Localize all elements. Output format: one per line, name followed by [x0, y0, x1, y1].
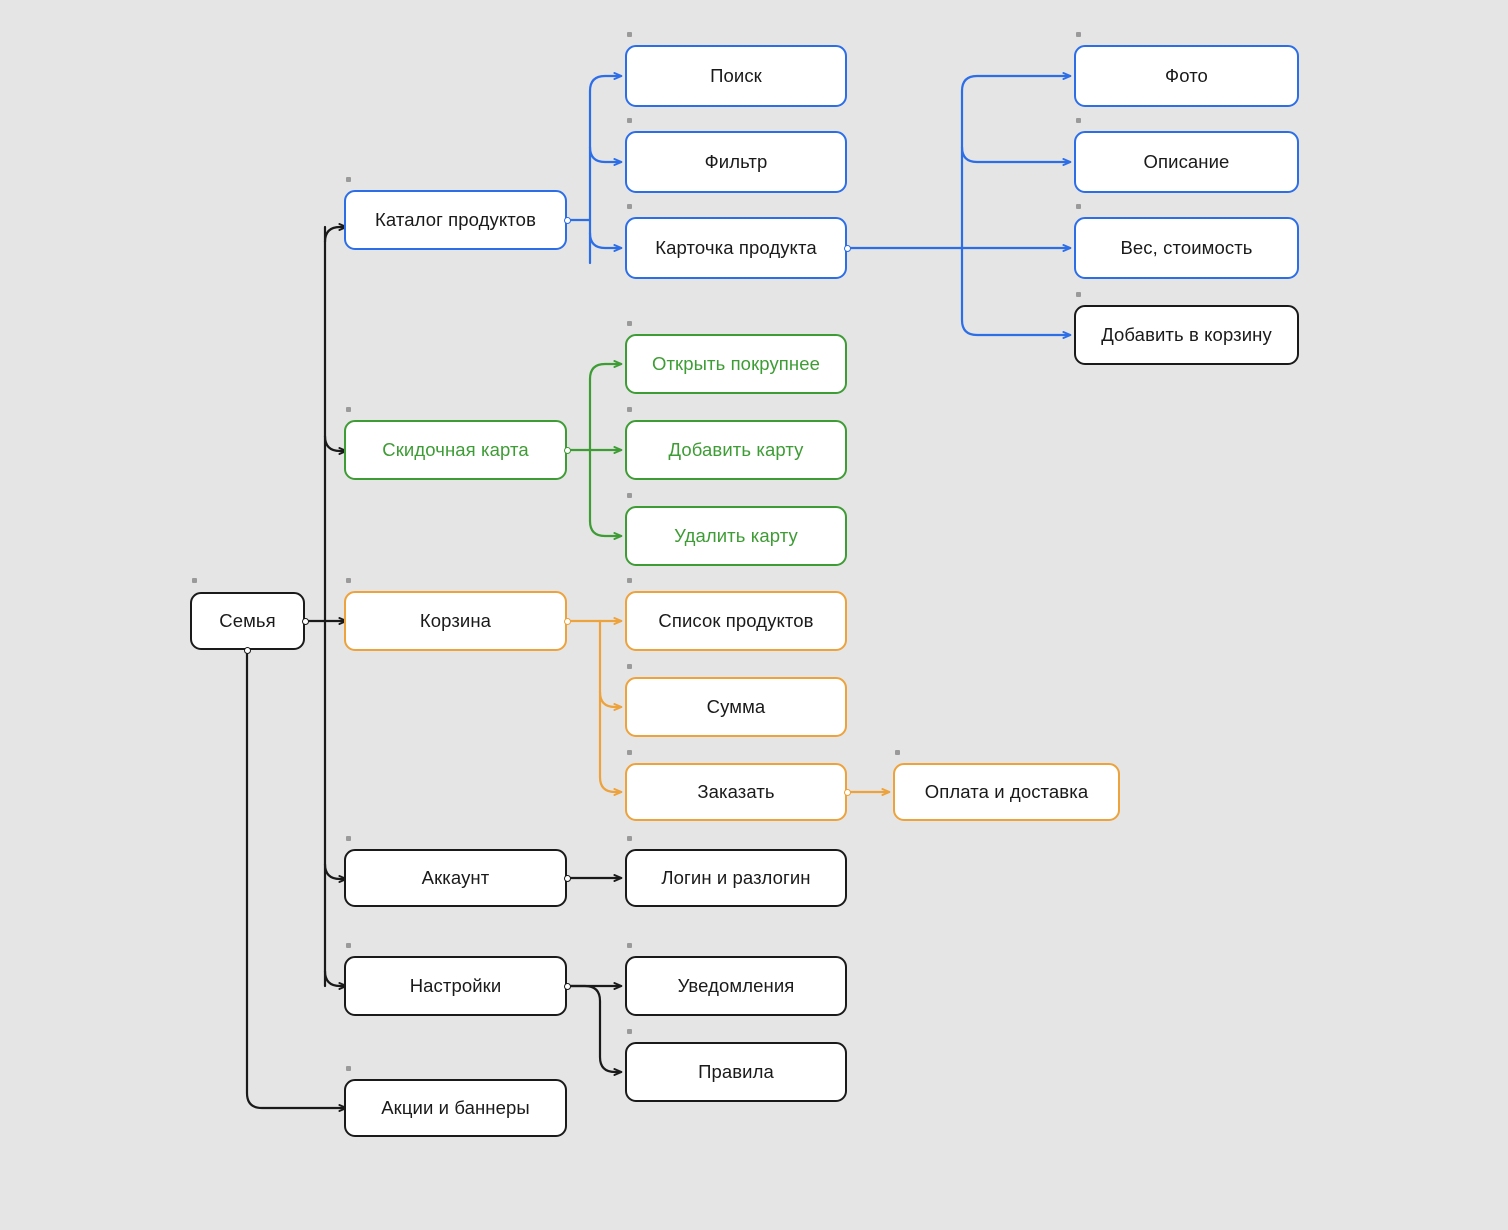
edge-group-product-card	[849, 72, 1072, 339]
node-label: Оплата и доставка	[924, 780, 1089, 802]
node-discount-card[interactable]: Скидочная карта	[344, 420, 567, 480]
node-label: Каталог продуктов	[374, 208, 536, 230]
edge-group-cart	[569, 617, 891, 796]
edge-root-settings	[323, 969, 348, 990]
node-description[interactable]: Описание	[1074, 131, 1299, 193]
node-label: Заказать	[697, 780, 775, 802]
node-product-list[interactable]: Список продуктов	[625, 591, 847, 651]
edge-root-account	[323, 862, 348, 883]
edge-group-discount-card	[569, 360, 623, 540]
port-root-bottom[interactable]	[244, 647, 251, 654]
node-label: Сумма	[706, 695, 766, 717]
edge-group-catalog	[569, 72, 623, 265]
port-cart-right[interactable]	[564, 618, 571, 625]
port-root-right[interactable]	[302, 618, 309, 625]
node-pay-delivery[interactable]: Оплата и доставка	[893, 763, 1120, 821]
port-settings-right[interactable]	[564, 983, 571, 990]
node-photo[interactable]: Фото	[1074, 45, 1299, 107]
node-label: Скидочная карта	[382, 438, 529, 460]
edge-root-trunk	[245, 225, 348, 1112]
node-label: Правила	[698, 1060, 774, 1082]
node-label: Логин и разлогин	[661, 866, 811, 888]
node-label: Список продуктов	[658, 609, 814, 631]
node-label: Открыть покрупнее	[651, 352, 821, 374]
port-catalog-right[interactable]	[564, 217, 571, 224]
node-promos[interactable]: Акции и баннеры	[344, 1079, 567, 1137]
node-label: Фото	[1165, 64, 1208, 86]
node-sum[interactable]: Сумма	[625, 677, 847, 737]
node-rules[interactable]: Правила	[625, 1042, 847, 1102]
node-label: Добавить карту	[668, 438, 804, 460]
port-discount-card-right[interactable]	[564, 447, 571, 454]
node-add-to-cart[interactable]: Добавить в корзину	[1074, 305, 1299, 365]
port-order-right[interactable]	[844, 789, 851, 796]
node-label: Вес, стоимость	[1120, 236, 1253, 258]
node-filter[interactable]: Фильтр	[625, 131, 847, 193]
node-label: Корзина	[419, 609, 492, 631]
node-cart[interactable]: Корзина	[344, 591, 567, 651]
node-label: Поиск	[710, 64, 762, 86]
node-delete-card[interactable]: Удалить карту	[625, 506, 847, 566]
port-account-right[interactable]	[564, 875, 571, 882]
edge-root-discount	[323, 434, 348, 455]
node-label: Удалить карту	[674, 524, 798, 546]
node-product-card[interactable]: Карточка продукта	[625, 217, 847, 279]
node-label: Карточка продукта	[655, 236, 817, 258]
node-catalog[interactable]: Каталог продуктов	[344, 190, 567, 250]
node-label: Описание	[1143, 150, 1230, 172]
node-label: Добавить в корзину	[1101, 323, 1272, 345]
node-label: Семья	[219, 609, 276, 631]
node-search[interactable]: Поиск	[625, 45, 847, 107]
node-weight-price[interactable]: Вес, стоимость	[1074, 217, 1299, 279]
port-product-card-right[interactable]	[844, 245, 851, 252]
node-add-card[interactable]: Добавить карту	[625, 420, 847, 480]
edge-root-catalog	[323, 223, 348, 244]
node-label: Уведомления	[677, 974, 795, 996]
node-account[interactable]: Аккаунт	[344, 849, 567, 907]
edge-group-settings	[569, 982, 623, 1076]
node-order[interactable]: Заказать	[625, 763, 847, 821]
node-notifications[interactable]: Уведомления	[625, 956, 847, 1016]
node-open-bigger[interactable]: Открыть покрупнее	[625, 334, 847, 394]
node-label: Настройки	[409, 974, 502, 996]
node-root[interactable]: Семья	[190, 592, 305, 650]
node-label: Акции и баннеры	[381, 1096, 530, 1118]
node-login-logout[interactable]: Логин и разлогин	[625, 849, 847, 907]
node-settings[interactable]: Настройки	[344, 956, 567, 1016]
node-label: Фильтр	[704, 150, 768, 172]
node-label: Аккаунт	[421, 866, 490, 888]
